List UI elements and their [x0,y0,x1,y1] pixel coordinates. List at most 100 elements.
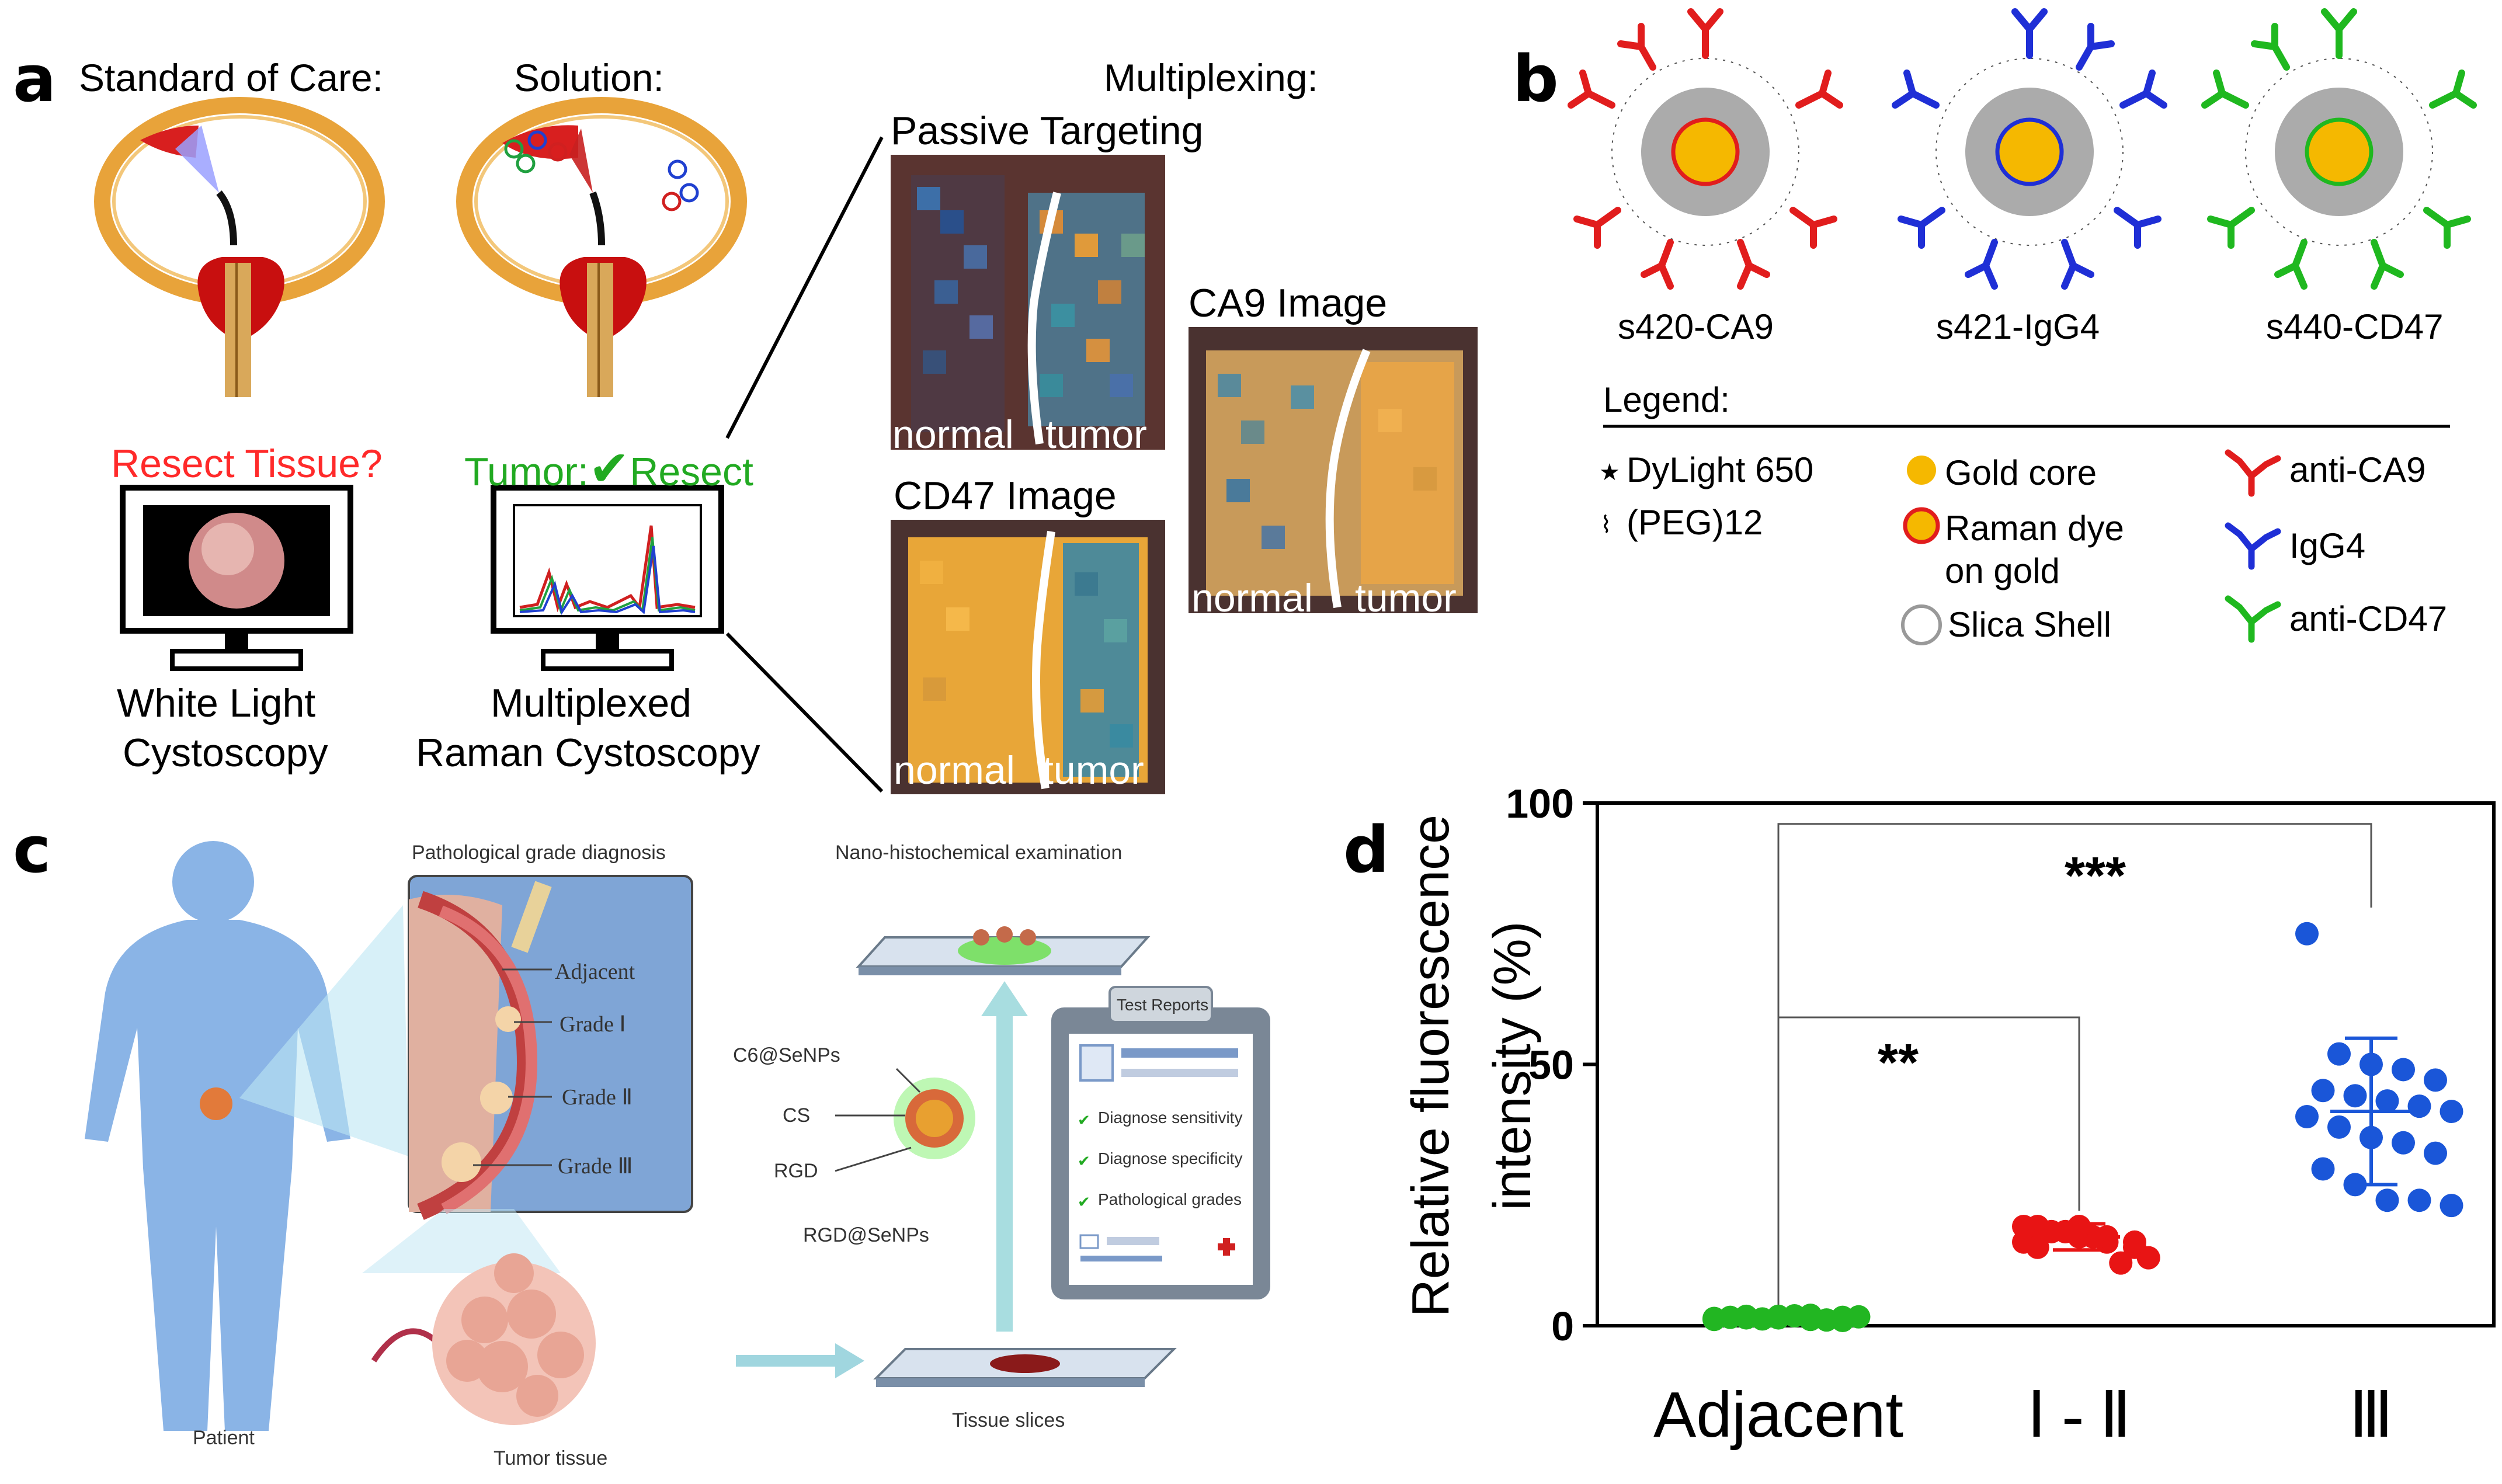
tissue-slice-bottom [873,1348,1177,1387]
label-rgd: RGD [774,1160,818,1182]
data-point [2311,1157,2335,1181]
zoom-cone-1 [239,905,409,1156]
svg-text:✔: ✔ [1078,1153,1090,1170]
star-icon: ★ [1599,459,1620,486]
report-item-grades: Pathological grades [1098,1190,1242,1208]
panel-label-d: d [1343,812,1389,887]
data-point [2375,1089,2399,1113]
monitor-white-light [120,485,353,671]
monitor-raman [491,485,724,671]
y-tick-label: 100 [1506,781,1574,826]
tumor-label: Tumor:✔Resect [464,444,753,493]
bladder-illustration-solution [456,97,747,397]
data-point [2440,1194,2463,1218]
panel-label-c: c [13,812,51,887]
legend-dylight: DyLight 650 [1627,450,1814,489]
report-item-specificity: Diagnose specificity [1098,1149,1243,1167]
ca9-image-title: CA9 Image [1189,281,1388,325]
data-point [2327,1115,2351,1139]
data-point [2424,1068,2447,1092]
data-point [2407,1094,2431,1118]
data-point [2123,1230,2146,1254]
data-point [2392,1131,2415,1155]
pathology-title: Pathological grade diagnosis [412,842,666,864]
raman-line1: Multiplexed [491,681,691,725]
data-point [1831,1305,1854,1329]
significance-bracket-3star [1777,823,2372,1311]
panel-label-a: a [13,41,57,116]
significance-label-2star: ** [1878,1034,1919,1092]
data-point [2392,1058,2415,1082]
check-icon: ✔ [588,441,630,496]
senp-particle-illustration [835,1068,975,1172]
tumor-tissue-illustration [371,1253,596,1425]
raman-dye-icon [1903,507,1940,544]
patient-body [85,841,350,1431]
anti-cd47-icon [2225,595,2281,643]
y-axis-label-line1: Relative fluorescence [1402,815,1460,1317]
passive-normal-label: normal [892,412,1014,457]
data-point [2311,1079,2335,1103]
tissue-slices-label: Tissue slices [952,1409,1065,1431]
ca9-normal-label: normal [1191,576,1313,620]
cd47-tumor-label: tumor [1042,748,1144,793]
data-point [2136,1246,2160,1270]
data-point [1735,1306,1758,1330]
data-point [2109,1251,2133,1275]
grade-1: Grade Ⅰ [560,1012,626,1037]
pathology-box [408,875,693,1220]
legend-anti-cd47: anti-CD47 [2289,599,2448,638]
data-point [2327,1042,2351,1066]
cd47-normal-label: normal [894,748,1015,793]
connector-line-bottom [725,632,884,793]
y-tick-label: 50 [1528,1042,1574,1088]
passive-targeting-title: Passive Targeting [891,109,1204,153]
data-point [2375,1188,2399,1212]
y-axis-label-line2: intensity (%) [1483,921,1542,1210]
tissue-image-cd47 [891,520,1165,794]
data-point [2343,1084,2367,1108]
label-c6-senps: C6@SeNPs [733,1044,840,1066]
legend-gold-core: Gold core [1945,453,2097,492]
test-report-clipboard: ✔ ✔ ✔ [1051,986,1270,1299]
tissue-image-passive-targeting [891,155,1165,450]
data-point [2295,1105,2319,1128]
nanoparticle-s421-igg4 [1892,8,2167,290]
data-point [1702,1306,1726,1330]
tumor-text: Tumor: [464,450,589,494]
standard-of-care-title: Standard of Care: [79,56,383,99]
nanoparticle-s440-cd47 [2201,8,2477,290]
nanoparticle-s420-ca9 [1568,8,1843,290]
patient-label: Patient [193,1427,255,1449]
data-point [2025,1235,2049,1259]
significance-bracket-2star [1778,1016,2080,1211]
legend-raman-line2: on gold [1945,551,2060,590]
y-tick-label: 0 [1551,1304,1574,1349]
x-category-label: Ⅲ [2349,1379,2393,1451]
bladder-illustration-standard [94,97,385,397]
legend-raman-line1: Raman dye [1945,509,2124,548]
ca9-tumor-label: tumor [1355,576,1457,620]
grade-2: Grade Ⅱ [562,1085,633,1110]
legend-title: Legend: [1603,380,1730,419]
legend-igg4: IgG4 [2289,526,2366,565]
resect-tissue-question: Resect Tissue? [111,442,383,486]
legend-anti-ca9: anti-CA9 [2289,450,2426,489]
label-cs: CS [783,1104,811,1127]
multiplexing-title: Multiplexing: [1104,56,1318,99]
nano-exam-title: Nano-histochemical examination [835,842,1123,864]
peg-icon: ⌇ [1600,512,1612,538]
connector-line-top [725,136,884,439]
x-category-label: Adjacent [1653,1379,1903,1451]
data-point [2440,1100,2463,1124]
data-point [2424,1141,2447,1165]
silica-shell-icon [1901,604,1942,645]
data-point [2295,922,2319,946]
particle-name-igg4: s421-IgG4 [1936,307,2100,346]
gold-core-icon [1907,456,1936,485]
particle-name-cd47: s440-CD47 [2266,307,2444,346]
white-light-line1: White Light [117,681,316,725]
resect-text: Resect [630,450,753,494]
svg-text:✔: ✔ [1078,1194,1090,1211]
